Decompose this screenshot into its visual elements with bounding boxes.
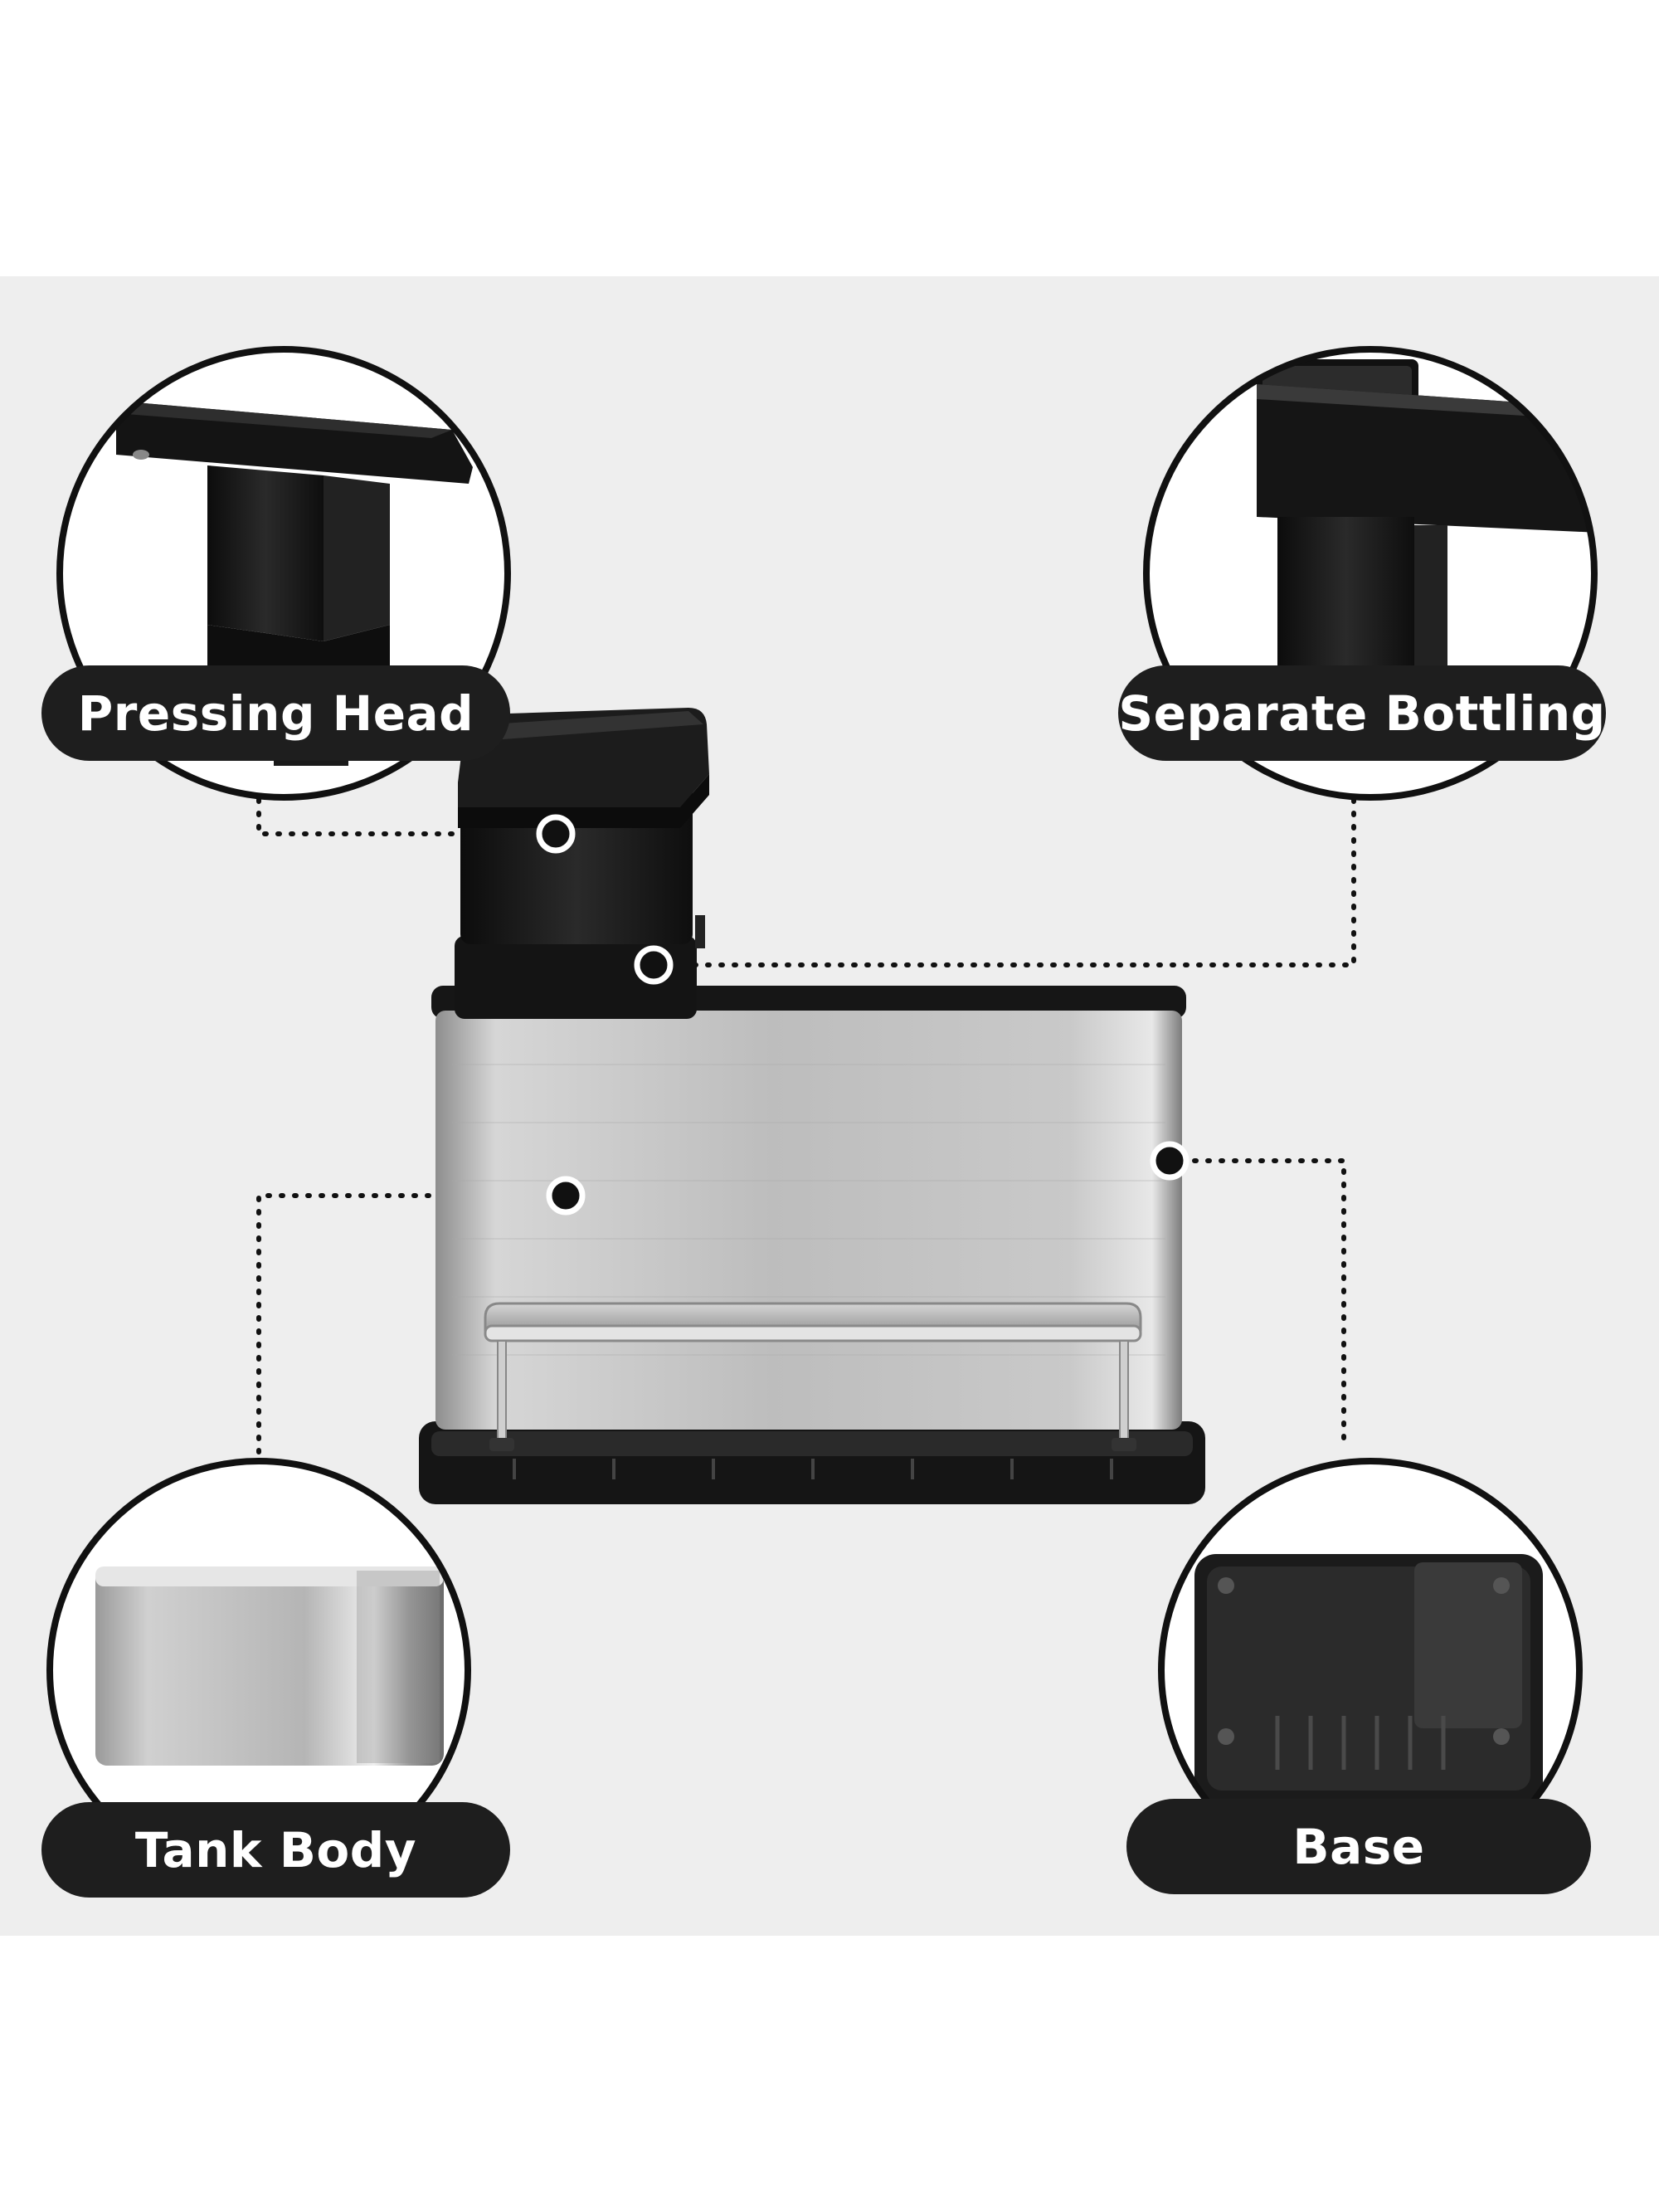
zoom-tank-body: [46, 1458, 471, 1883]
product-illustration: [46, 346, 1598, 1883]
soap-dispenser-caddy: [419, 708, 1205, 1504]
product-panel: [0, 276, 1659, 1936]
label-separate-bottling: Separate Bottling: [1118, 665, 1606, 761]
callout-dots: [536, 814, 1190, 1216]
label-base: Base: [1126, 1799, 1591, 1894]
label-pressing-head: Pressing Head: [41, 665, 510, 761]
label-tank-body: Tank Body: [41, 1802, 510, 1898]
zoom-base: [1158, 1458, 1583, 1883]
